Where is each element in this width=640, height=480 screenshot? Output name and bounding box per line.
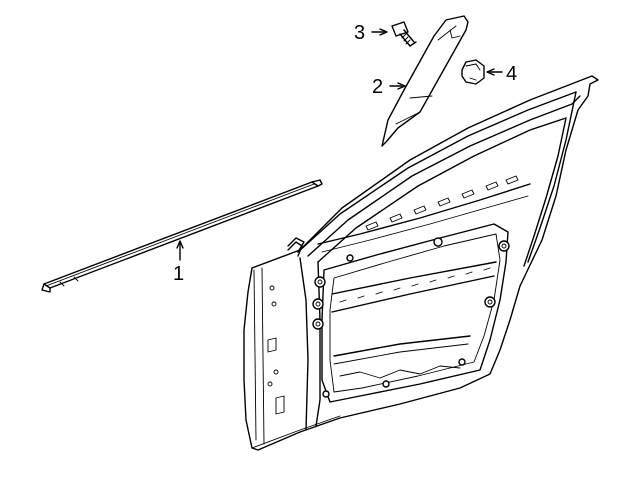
callout-2: 2 [372,76,383,98]
screw [391,21,417,47]
callout-leaders [176,28,503,261]
belt-molding-strip [41,179,323,293]
callout-4: 4 [506,63,517,85]
door-shell [243,75,599,451]
callout-3: 3 [354,22,365,44]
retainer-clip [461,59,485,85]
pillar-applique-trim [381,15,469,147]
callout-1: 1 [173,263,184,285]
